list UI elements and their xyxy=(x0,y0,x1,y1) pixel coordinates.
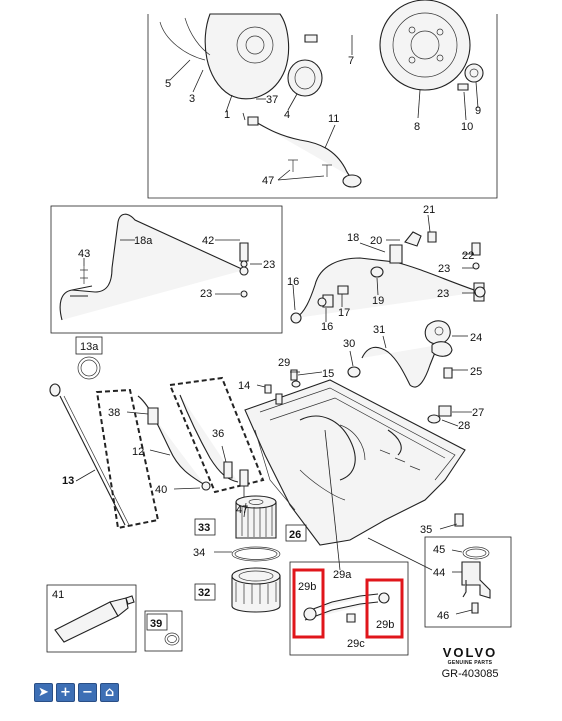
svg-text:13a: 13a xyxy=(80,341,99,353)
svg-text:22: 22 xyxy=(462,250,474,262)
svg-text:29b: 29b xyxy=(298,581,316,593)
zoom-in-button[interactable]: + xyxy=(56,683,75,702)
svg-text:17: 17 xyxy=(338,307,350,319)
callout-labels: 1 3 4 5 7 8 9 10 11 12 13 13a 14 15 16 1… xyxy=(52,55,484,650)
svg-text:1: 1 xyxy=(224,109,230,121)
svg-text:29c: 29c xyxy=(347,638,365,650)
volvo-logo: VOLVO xyxy=(442,645,498,660)
volvo-brand-mark: VOLVO GENUINE PARTS xyxy=(430,645,510,666)
oilpan-leaders xyxy=(221,371,472,571)
detail-sensor-box xyxy=(424,536,512,628)
svg-text:11: 11 xyxy=(328,113,339,125)
svg-text:15: 15 xyxy=(322,368,334,380)
tube-frame-dashed xyxy=(168,376,265,494)
svg-text:24: 24 xyxy=(470,332,482,344)
svg-text:13: 13 xyxy=(62,475,74,487)
svg-text:23: 23 xyxy=(438,263,450,275)
top-leaders xyxy=(169,35,479,181)
svg-text:27: 27 xyxy=(472,407,484,419)
highlight-29b-right xyxy=(365,578,404,639)
svg-text:18a: 18a xyxy=(134,235,153,247)
svg-text:14: 14 xyxy=(238,380,250,392)
svg-text:16: 16 xyxy=(321,321,333,333)
oil-pipe-section-box xyxy=(50,205,283,334)
return-line-leaders xyxy=(292,214,476,322)
oil-filter-assembly xyxy=(194,495,307,613)
svg-text:33: 33 xyxy=(198,522,210,534)
oil-pipe-18a xyxy=(59,213,249,321)
pipe-leaders xyxy=(83,239,262,295)
svg-text:29: 29 xyxy=(278,357,290,369)
svg-text:3: 3 xyxy=(189,93,195,105)
svg-text:32: 32 xyxy=(198,587,210,599)
svg-text:41: 41 xyxy=(52,589,64,601)
dipstick-tube-12 xyxy=(95,388,211,530)
svg-text:4: 4 xyxy=(284,109,290,121)
svg-text:19: 19 xyxy=(372,295,384,307)
zoom-out-icon: − xyxy=(82,685,93,700)
oil-pipe-31 xyxy=(347,320,453,388)
svg-text:10: 10 xyxy=(461,121,473,133)
svg-text:47: 47 xyxy=(236,504,248,516)
svg-text:23: 23 xyxy=(437,288,449,300)
detail-41-box xyxy=(46,584,137,653)
svg-text:42: 42 xyxy=(202,235,214,247)
home-button[interactable]: ⌂ xyxy=(100,683,119,702)
svg-text:29b: 29b xyxy=(376,619,394,631)
svg-text:31: 31 xyxy=(373,324,385,336)
svg-text:21: 21 xyxy=(423,204,435,216)
svg-text:23: 23 xyxy=(200,288,212,300)
viewer-toolbar: ➤ + − ⌂ xyxy=(34,683,119,702)
svg-text:30: 30 xyxy=(343,338,355,350)
svg-text:26: 26 xyxy=(289,529,301,541)
svg-text:9: 9 xyxy=(475,105,481,117)
svg-text:25: 25 xyxy=(470,366,482,378)
highlight-29b-left xyxy=(292,568,325,639)
svg-text:23: 23 xyxy=(263,259,275,271)
svg-text:45: 45 xyxy=(433,544,445,556)
home-icon: ⌂ xyxy=(104,685,115,700)
svg-text:46: 46 xyxy=(437,610,449,622)
cursor-icon: ➤ xyxy=(38,685,49,700)
pipe31-leaders xyxy=(349,335,468,371)
svg-text:28: 28 xyxy=(458,420,470,432)
svg-text:40: 40 xyxy=(155,484,167,496)
svg-text:29a: 29a xyxy=(333,569,352,581)
svg-text:12: 12 xyxy=(132,446,144,458)
dipstick-13 xyxy=(49,336,130,526)
document-id: GR-403085 xyxy=(441,668,499,680)
zoom-in-icon: + xyxy=(60,685,71,700)
svg-text:8: 8 xyxy=(414,121,420,133)
svg-text:44: 44 xyxy=(433,567,445,579)
svg-text:38: 38 xyxy=(108,407,120,419)
oil-return-line-18 xyxy=(290,231,486,324)
svg-text:18: 18 xyxy=(347,232,359,244)
svg-text:39: 39 xyxy=(150,618,162,630)
detail-29-box xyxy=(289,561,409,656)
svg-text:5: 5 xyxy=(165,78,171,90)
svg-text:37: 37 xyxy=(266,94,278,106)
svg-text:20: 20 xyxy=(370,235,382,247)
svg-text:35: 35 xyxy=(420,524,432,536)
svg-text:36: 36 xyxy=(212,428,224,440)
svg-text:43: 43 xyxy=(78,248,90,260)
front-cover-section xyxy=(147,0,498,199)
detail-39-box xyxy=(144,610,183,652)
svg-text:47: 47 xyxy=(262,175,274,187)
svg-text:34: 34 xyxy=(193,547,205,559)
svg-text:7: 7 xyxy=(348,55,354,67)
oil-pan xyxy=(223,369,466,546)
svg-text:16: 16 xyxy=(287,276,299,288)
cursor-button[interactable]: ➤ xyxy=(34,683,53,702)
zoom-out-button[interactable]: − xyxy=(78,683,97,702)
brand-tagline: GENUINE PARTS xyxy=(447,660,493,666)
